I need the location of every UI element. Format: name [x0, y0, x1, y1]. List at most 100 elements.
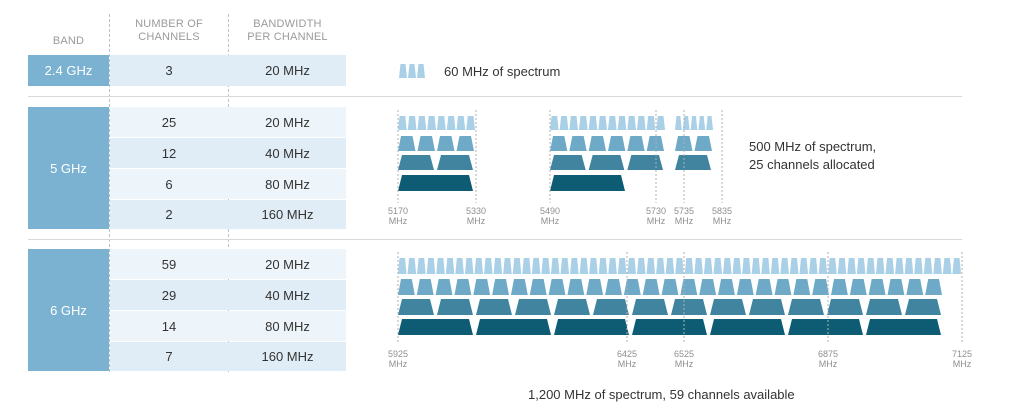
- tick-unit: MHz: [675, 359, 694, 369]
- tick-label: 5735: [674, 206, 694, 216]
- channel-bandwidth: 160 MHz: [261, 207, 314, 222]
- channel-20mhz: [407, 258, 417, 274]
- channel-40mhz: [849, 279, 867, 295]
- channel-80mhz: [593, 299, 629, 315]
- tick-unit: MHz: [618, 359, 637, 369]
- channel-20mhz: [799, 258, 809, 274]
- header-num-line1: NUMBER OF: [135, 18, 203, 30]
- channel-160mhz: [632, 319, 707, 335]
- tick-label: 6525: [674, 349, 694, 359]
- channel-20mhz: [399, 64, 407, 78]
- channel-bandwidth: 20 MHz: [265, 114, 310, 130]
- channel-20mhz: [780, 258, 789, 274]
- channel-20mhz: [437, 116, 446, 130]
- channel-40mhz: [437, 136, 455, 151]
- channel-40mhz: [605, 279, 622, 295]
- channel-20mhz: [579, 258, 589, 274]
- channel-20mhz: [522, 258, 531, 274]
- channel-count: 59: [161, 256, 177, 272]
- spectrum-5-label: 500 MHz of spectrum, 25 channels allocat…: [749, 138, 876, 174]
- channel-80mhz: [675, 155, 711, 170]
- channel-20mhz: [923, 258, 933, 274]
- channel-80mhz: [554, 299, 590, 315]
- channel-20mhz: [866, 258, 875, 274]
- channel-20mhz: [417, 64, 425, 78]
- spectrum-24-label: 60 MHz of spectrum: [444, 64, 561, 79]
- channel-40mhz: [435, 279, 453, 295]
- channel-20mhz: [646, 258, 656, 274]
- channel-20mhz: [656, 116, 665, 130]
- section-divider: [28, 96, 962, 97]
- channel-80mhz: [827, 299, 863, 315]
- channel-20mhz: [706, 116, 713, 130]
- channel-20mhz: [713, 258, 723, 274]
- tick-label: 5170: [388, 206, 408, 216]
- channel-20mhz: [675, 258, 684, 274]
- channel-40mhz: [680, 279, 698, 295]
- channel-20mhz: [933, 258, 942, 274]
- band-cell-5ghz: 5 GHz: [28, 107, 109, 229]
- channel-20mhz: [837, 258, 847, 274]
- channel-20mhz: [407, 116, 417, 130]
- channel-80mhz: [632, 299, 668, 315]
- channel-160mhz: [398, 319, 473, 335]
- channel-20mhz: [675, 116, 682, 130]
- channel-20mhz: [828, 258, 837, 274]
- header-bw-line1: BANDWIDTH: [253, 18, 322, 30]
- channel-20mhz: [484, 258, 493, 274]
- channel-80mhz: [476, 299, 512, 315]
- channel-40mhz: [793, 279, 811, 295]
- channel-160mhz: [866, 319, 941, 335]
- header-band: BAND: [52, 35, 85, 47]
- channel-80mhz: [710, 299, 746, 315]
- channel-40mhz: [586, 279, 604, 295]
- table-row: 29 40 MHz: [110, 280, 346, 310]
- channel-count: 7: [165, 349, 173, 364]
- channel-20mhz: [694, 258, 703, 274]
- channel-20mhz: [617, 116, 627, 130]
- channel-20mhz: [904, 258, 914, 274]
- channel-80mhz: [866, 299, 902, 315]
- channel-40mhz: [812, 279, 830, 295]
- table-row: 14 80 MHz: [110, 311, 346, 341]
- channel-20mhz: [531, 258, 541, 274]
- channel-20mhz: [398, 258, 407, 274]
- table-row: 3 20 MHz: [110, 55, 346, 86]
- channel-20mhz: [570, 258, 579, 274]
- channel-40mhz: [492, 279, 509, 295]
- channel-40mhz: [887, 279, 905, 295]
- tick-label: 7125: [952, 349, 972, 359]
- channel-40mhz: [550, 136, 568, 151]
- channel-20mhz: [550, 116, 559, 130]
- header-bw-line2: PER CHANNEL: [247, 31, 328, 43]
- channel-20mhz: [503, 258, 512, 274]
- channel-40mhz: [567, 279, 585, 295]
- table-row: 12 40 MHz: [110, 138, 346, 168]
- band-name: 6 GHz: [50, 302, 87, 318]
- channel-count: 12: [161, 145, 177, 161]
- channel-40mhz: [868, 279, 886, 295]
- channel-count: 29: [161, 287, 177, 303]
- channel-20mhz: [560, 258, 570, 274]
- channel-80mhz: [905, 299, 941, 315]
- channel-20mhz: [914, 258, 923, 274]
- column-separator: [109, 14, 110, 372]
- tick-label: 5490: [540, 206, 560, 216]
- channel-bandwidth: 40 MHz: [265, 287, 310, 303]
- tick-unit: MHz: [467, 216, 486, 226]
- channel-160mhz: [554, 319, 629, 335]
- channel-80mhz: [550, 155, 586, 170]
- channel-bandwidth: 20 MHz: [265, 256, 310, 272]
- channel-80mhz: [398, 299, 434, 315]
- channel-80mhz: [437, 299, 473, 315]
- channel-20mhz: [579, 116, 588, 130]
- channel-count: 6: [165, 176, 173, 192]
- channel-40mhz: [642, 279, 660, 295]
- channel-20mhz: [885, 258, 895, 274]
- channel-20mhz: [466, 116, 475, 130]
- channel-20mhz: [761, 258, 770, 274]
- channel-80mhz: [437, 155, 473, 170]
- channel-bandwidth: 80 MHz: [265, 176, 310, 192]
- channel-20mhz: [417, 116, 427, 130]
